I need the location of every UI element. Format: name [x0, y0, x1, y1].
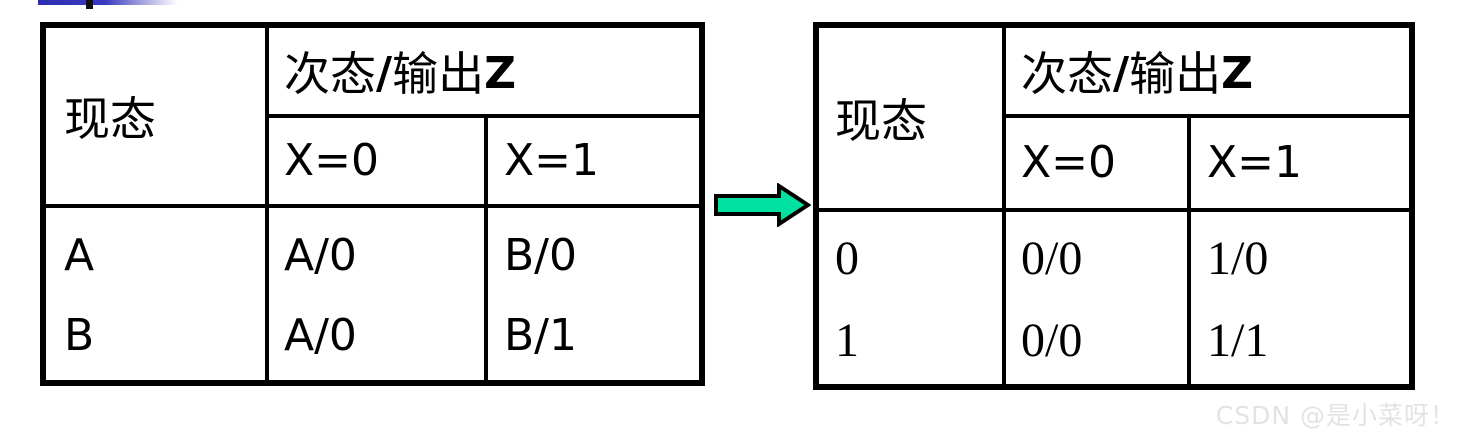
header-body-divider [819, 208, 1409, 212]
transform-arrow [713, 182, 812, 228]
table-row: 0/0 [1021, 218, 1187, 300]
table-row: A [64, 216, 260, 296]
header-next-state-text-left: 次态 [284, 47, 376, 101]
header-input-x1-label-right: X=1 [1207, 137, 1303, 188]
table-row: 0 [835, 218, 1000, 300]
header-input-x0-left: X=0 [284, 118, 484, 204]
cell-next-output-x0: A/0 [284, 310, 357, 361]
table-row: 0/0 [1021, 300, 1187, 382]
table-row: B/1 [504, 296, 699, 376]
col-divider-2 [484, 114, 488, 380]
table-grid-left [46, 28, 699, 380]
table-row: B [64, 296, 260, 376]
header-output-text-left: 输出 [392, 47, 485, 101]
table-row: 1 [835, 300, 1000, 382]
header-input-x0-label-left: X=0 [284, 135, 380, 186]
table-row: A/0 [284, 216, 484, 296]
header-output-symbol-left: Z [484, 48, 516, 99]
cell-next-output-x0: 0/0 [1021, 232, 1083, 285]
header-slash-left: / [376, 48, 393, 99]
cell-present-state: B [64, 310, 95, 361]
cell-present-state: 1 [835, 314, 859, 367]
header-present-state-label-left: 现态 [64, 92, 156, 146]
header-body-divider [46, 204, 699, 208]
header-present-state-label-right: 现态 [835, 94, 927, 148]
cell-next-output-x0: 0/0 [1021, 314, 1083, 367]
cell-present-state: A [64, 230, 95, 281]
cell-next-output-x1: B/0 [504, 230, 578, 281]
cell-next-output-x0: A/0 [284, 230, 357, 281]
table-row: 1/0 [1207, 218, 1407, 300]
cell-next-output-x1: B/1 [504, 310, 578, 361]
table-row: A/0 [284, 296, 484, 376]
header-input-x0-label-right: X=0 [1021, 137, 1117, 188]
table-row: B/0 [504, 216, 699, 296]
cell-next-output-x1: 1/0 [1207, 232, 1269, 285]
cropped-title-glyph [86, 0, 93, 9]
header-output-symbol-right: Z [1221, 48, 1253, 99]
cell-present-state: 0 [835, 232, 859, 285]
watermark: CSDN @是小菜呀！ [1215, 401, 1456, 430]
col-divider-1 [1002, 28, 1006, 384]
header-slash-right: / [1113, 48, 1130, 99]
header-input-x1-left: X=1 [504, 118, 699, 204]
header-next-state-text-right: 次态 [1021, 47, 1113, 101]
cell-next-output-x1: 1/1 [1207, 314, 1269, 367]
header-present-state-left: 现态 [64, 34, 260, 204]
header-input-x1-label-left: X=1 [504, 135, 600, 186]
header-subrow-divider [265, 114, 699, 118]
header-present-state-right: 现态 [835, 34, 1000, 208]
header-input-x0-right: X=0 [1021, 118, 1187, 208]
header-input-x1-right: X=1 [1207, 118, 1407, 208]
table-grid-right [819, 28, 1409, 384]
cropped-title-underline [38, 0, 178, 5]
header-output-text-right: 输出 [1129, 47, 1222, 101]
col-divider-2 [1187, 114, 1191, 384]
table-row: 1/1 [1207, 300, 1407, 382]
header-subrow-divider [1002, 114, 1409, 118]
